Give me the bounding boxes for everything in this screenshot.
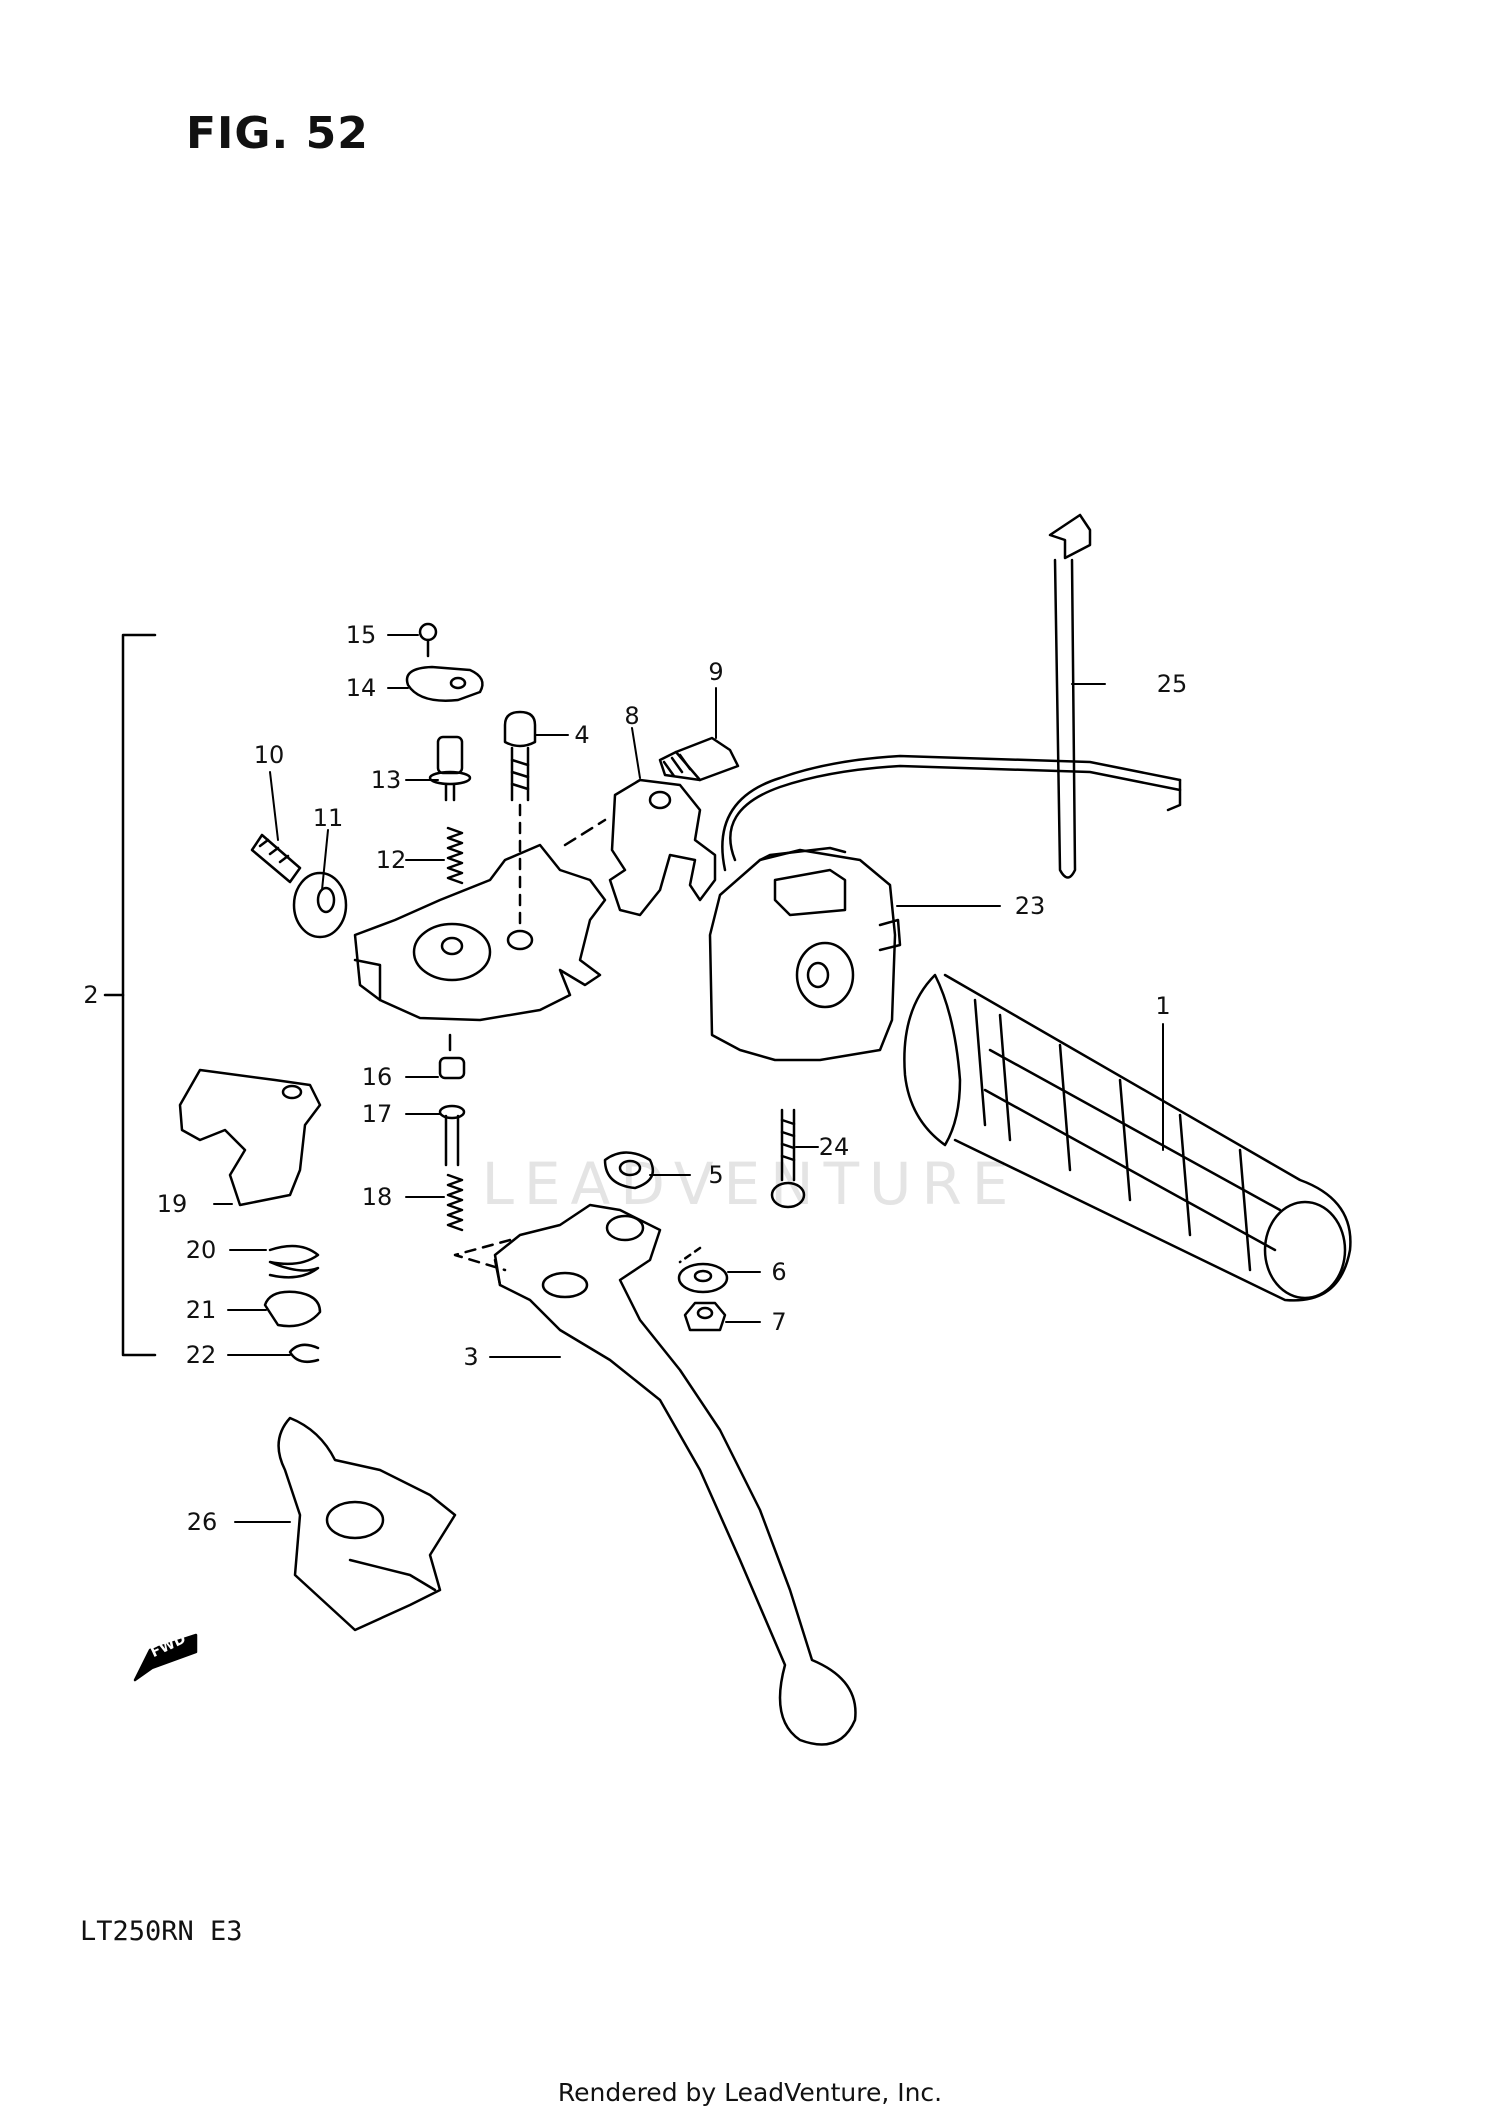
part-1-grip bbox=[903, 973, 1352, 1302]
callout-12: 12 bbox=[375, 846, 407, 874]
part-26-boot bbox=[277, 1416, 457, 1632]
callout-16: 16 bbox=[361, 1063, 393, 1091]
callout-11: 11 bbox=[312, 804, 344, 832]
throttle-cable bbox=[721, 754, 1182, 872]
callout-10: 10 bbox=[253, 741, 285, 769]
part-22-e-clip bbox=[288, 1343, 320, 1363]
callout-7: 7 bbox=[771, 1308, 787, 1336]
leader-line bbox=[563, 818, 607, 847]
part-16-bushing bbox=[438, 1056, 466, 1080]
footer-credit: Rendered by LeadVenture, Inc. bbox=[557, 2078, 943, 2107]
assembly-bracket bbox=[103, 633, 157, 1357]
part-10-adjuster bbox=[250, 833, 302, 884]
watermark-text: LEADVENTURE bbox=[481, 1150, 1019, 1218]
part-24-screw bbox=[770, 1108, 806, 1209]
part-6-washer bbox=[677, 1262, 729, 1294]
part-8-clamp bbox=[608, 778, 717, 917]
part-21-collar bbox=[263, 1290, 322, 1328]
callout-4: 4 bbox=[574, 721, 590, 749]
callout-15: 15 bbox=[345, 621, 377, 649]
model-code: LT250RN E3 bbox=[80, 1916, 243, 1947]
callout-9: 9 bbox=[708, 658, 724, 686]
callout-21: 21 bbox=[185, 1296, 217, 1324]
callout-leader-lines bbox=[213, 634, 1164, 1523]
callout-14: 14 bbox=[345, 674, 377, 702]
part-12-spring bbox=[446, 826, 464, 885]
callout-22: 22 bbox=[185, 1341, 217, 1369]
part-13-pin bbox=[428, 735, 472, 802]
callout-2: 2 bbox=[83, 981, 99, 1009]
part-18-spring bbox=[446, 1173, 464, 1232]
lever-holder bbox=[353, 843, 607, 1022]
part-5-washer bbox=[603, 1151, 655, 1190]
part-14-plate bbox=[405, 665, 484, 702]
callout-17: 17 bbox=[361, 1100, 393, 1128]
part-20-spring bbox=[268, 1244, 320, 1279]
part-25-cable-tie bbox=[1048, 513, 1092, 879]
callout-20: 20 bbox=[185, 1236, 217, 1264]
part-23-switch-housing bbox=[708, 846, 902, 1062]
part-11-locknut bbox=[292, 871, 348, 939]
callout-23: 23 bbox=[1014, 892, 1046, 920]
part-7-nut bbox=[683, 1301, 727, 1332]
callout-26: 26 bbox=[186, 1508, 218, 1536]
callout-19: 19 bbox=[156, 1190, 188, 1218]
callout-25: 25 bbox=[1156, 670, 1188, 698]
part-9-bolt bbox=[658, 736, 740, 782]
callout-3: 3 bbox=[463, 1343, 479, 1371]
leader-line bbox=[678, 1246, 702, 1264]
part-3-lever bbox=[493, 1203, 857, 1746]
callout-5: 5 bbox=[708, 1161, 724, 1189]
callout-6: 6 bbox=[771, 1258, 787, 1286]
leader-line bbox=[453, 1238, 512, 1272]
part-15-screw bbox=[418, 622, 438, 658]
fwd-arrow-icon bbox=[133, 1633, 198, 1682]
callout-13: 13 bbox=[370, 766, 402, 794]
part-19-cover bbox=[178, 1068, 322, 1207]
callout-18: 18 bbox=[361, 1183, 393, 1211]
callout-8: 8 bbox=[624, 702, 640, 730]
part-4-bolt bbox=[503, 710, 537, 802]
part-17-pin bbox=[438, 1104, 466, 1167]
callout-24: 24 bbox=[818, 1133, 850, 1161]
callout-1: 1 bbox=[1155, 992, 1171, 1020]
figure-title: FIG. 52 bbox=[186, 108, 369, 159]
